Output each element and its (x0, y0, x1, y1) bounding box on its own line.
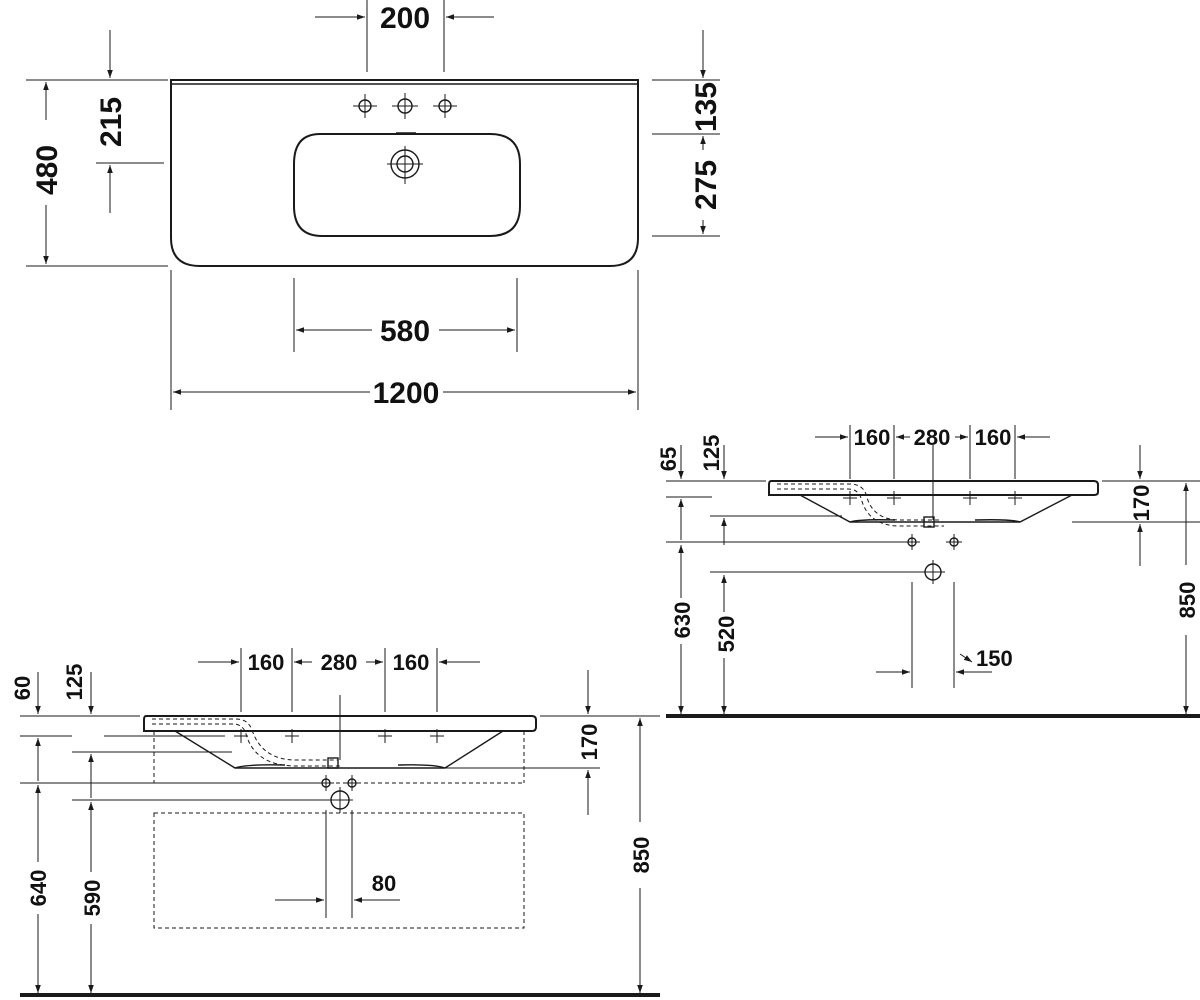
dim-label: 170 (1129, 485, 1154, 522)
supply-connections (904, 534, 962, 584)
dim-label: 125 (62, 664, 87, 701)
dim-label: 850 (629, 837, 654, 874)
dim-label: 65 (656, 447, 681, 471)
basin-outline (170, 79, 639, 267)
supply-connections (318, 775, 360, 813)
dim-label: 275 (690, 160, 723, 210)
dim-label: 150 (976, 646, 1013, 671)
vanity-cabinet (153, 731, 525, 929)
dim-tap-spacing: 160 280 160 (815, 425, 1050, 479)
tap-holes (234, 729, 444, 743)
basin-slab (143, 715, 537, 732)
dim-label: 630 (670, 602, 695, 639)
dim-label: 160 (975, 425, 1012, 450)
dim-label: 125 (699, 435, 724, 472)
side-view-right: 150 160 280 160 (656, 425, 1200, 718)
dim-top-offsets: 65 125 630 520 (656, 435, 739, 714)
dim-label: 60 (10, 676, 35, 700)
tap-holes (353, 93, 457, 119)
dim-label: 160 (248, 650, 285, 675)
dim-heights-right: 170 850 (577, 670, 654, 993)
dim-label: 170 (577, 724, 602, 761)
basin-underside (799, 494, 1073, 523)
dim-heights-right: 170 850 (1129, 445, 1200, 714)
dim-top-offsets: 60 125 640 590 (10, 664, 106, 993)
bowl-outline (293, 133, 521, 237)
drain-symbol (387, 146, 423, 184)
dim-label: 200 (380, 2, 430, 35)
dim-tap-spacing: 160 280 160 (198, 648, 480, 712)
dim-label: 590 (80, 880, 105, 917)
dim-tap-spacing: 200 (315, 0, 494, 72)
dim-total-width: 1200 (170, 270, 639, 410)
tap-holes (843, 491, 1022, 505)
dim-label: 160 (854, 425, 891, 450)
dim-label: 580 (380, 315, 430, 348)
side-view-left: 80 160 280 160 (10, 648, 660, 997)
top-view: 200 480 215 135 275 (26, 0, 723, 410)
dim-label: 280 (321, 650, 358, 675)
dim-depth-left: 215 (95, 30, 164, 213)
dim-bowl-width: 580 (293, 278, 518, 352)
dim-label: 850 (1175, 582, 1200, 619)
dim-label: 135 (690, 82, 723, 132)
dim-label: 280 (914, 425, 951, 450)
dim-label: 1200 (373, 377, 440, 410)
dim-label: 160 (393, 650, 430, 675)
basin-underside (174, 730, 504, 769)
dim-label: 640 (26, 870, 51, 907)
dim-depth-right: 135 275 (652, 30, 723, 237)
dim-label: 215 (95, 97, 128, 147)
dim-label: 80 (372, 871, 396, 896)
dim-label: 480 (31, 145, 64, 195)
basin-slab (768, 480, 1099, 496)
dim-total-depth: 480 (26, 79, 168, 267)
dim-label: 520 (714, 616, 739, 653)
